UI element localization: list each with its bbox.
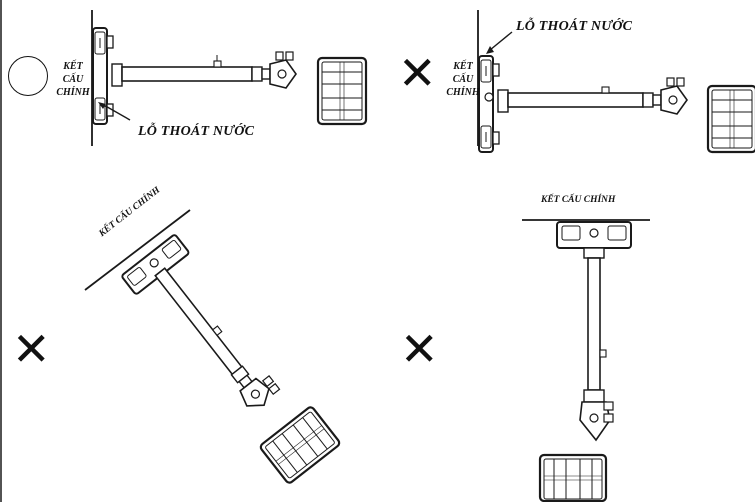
structure-label: KẾT CẤU CHÍNH xyxy=(446,61,480,98)
support-arm xyxy=(154,267,243,376)
drain-hole-label: LỖ THOÁT NƯỚC xyxy=(138,124,255,139)
incorrect-mark-cross-icon: ✕ xyxy=(400,322,439,376)
lamp-head xyxy=(258,404,342,486)
panel-correct-wall-mount xyxy=(91,10,368,146)
support-arm xyxy=(121,66,253,82)
lamp-head xyxy=(316,56,368,126)
incorrect-mark-cross-icon: ✕ xyxy=(398,46,437,100)
support-arm xyxy=(587,257,601,391)
lamp-head xyxy=(538,453,608,502)
support-arm xyxy=(507,92,644,108)
mount-bracket xyxy=(478,55,500,153)
structure-label: KẾT CẤU CHÍNH xyxy=(541,195,616,205)
drain-arrow xyxy=(101,103,131,121)
structure-line xyxy=(84,209,191,291)
mount-bracket xyxy=(92,27,114,125)
incorrect-mark-cross-icon: ✕ xyxy=(12,322,51,376)
lamp-head xyxy=(706,84,755,154)
correct-mark-circle-icon xyxy=(8,56,48,96)
structure-label: KẾT CẤU CHÍNH xyxy=(56,61,90,98)
drain-arrow xyxy=(489,31,513,51)
panel-incorrect-ceiling xyxy=(522,219,650,502)
panel-incorrect-tilted xyxy=(84,209,342,486)
panel-incorrect-drain-up xyxy=(477,10,755,154)
drain-hole-label: LỖ THOÁT NƯỚC xyxy=(516,19,633,34)
